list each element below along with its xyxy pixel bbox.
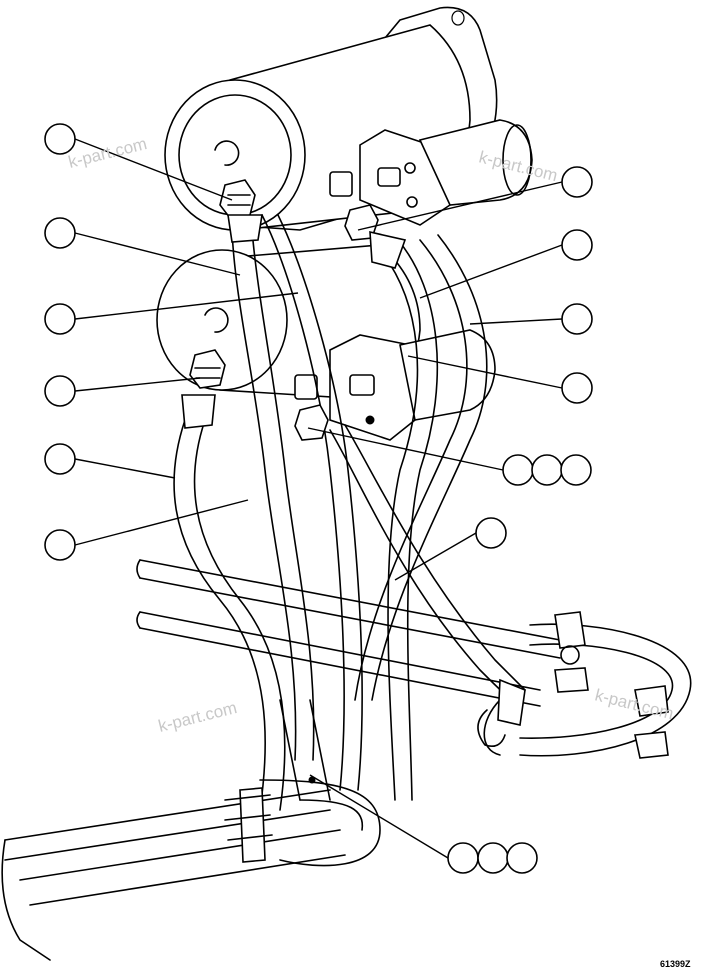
watermark-1: k-part.com: [66, 134, 149, 172]
callout-left-4: [44, 375, 76, 407]
callout-triple-a-2: [531, 454, 563, 486]
callout-triple-a-1: [502, 454, 534, 486]
callout-triple-b-1: [447, 842, 479, 874]
callout-right-2: [561, 229, 593, 261]
callout-left-6: [44, 529, 76, 561]
callout-right-1: [561, 166, 593, 198]
fittings: [181, 179, 407, 441]
lower-solenoid-block: [294, 329, 496, 441]
callout-right-3: [561, 303, 593, 335]
leader-lines: [74, 138, 563, 859]
callout-triple-b-2: [477, 842, 509, 874]
rods: [136, 559, 561, 707]
watermark-3: k-part.com: [156, 698, 239, 736]
callout-left-2: [44, 217, 76, 249]
callout-bubbles: [44, 123, 593, 874]
upper-solenoid-block: [329, 119, 533, 226]
callout-triple-b-3: [506, 842, 538, 874]
right-pipe-loop: [477, 611, 692, 759]
callout-left-5: [44, 443, 76, 475]
frame-rails: [1, 699, 381, 961]
callout-right-4: [561, 372, 593, 404]
callout-triple-a-3: [560, 454, 592, 486]
callout-left-1: [44, 123, 76, 155]
drawing-code: 61399Z: [660, 959, 691, 969]
callout-single-lower-right: [475, 517, 507, 549]
callout-left-3: [44, 303, 76, 335]
